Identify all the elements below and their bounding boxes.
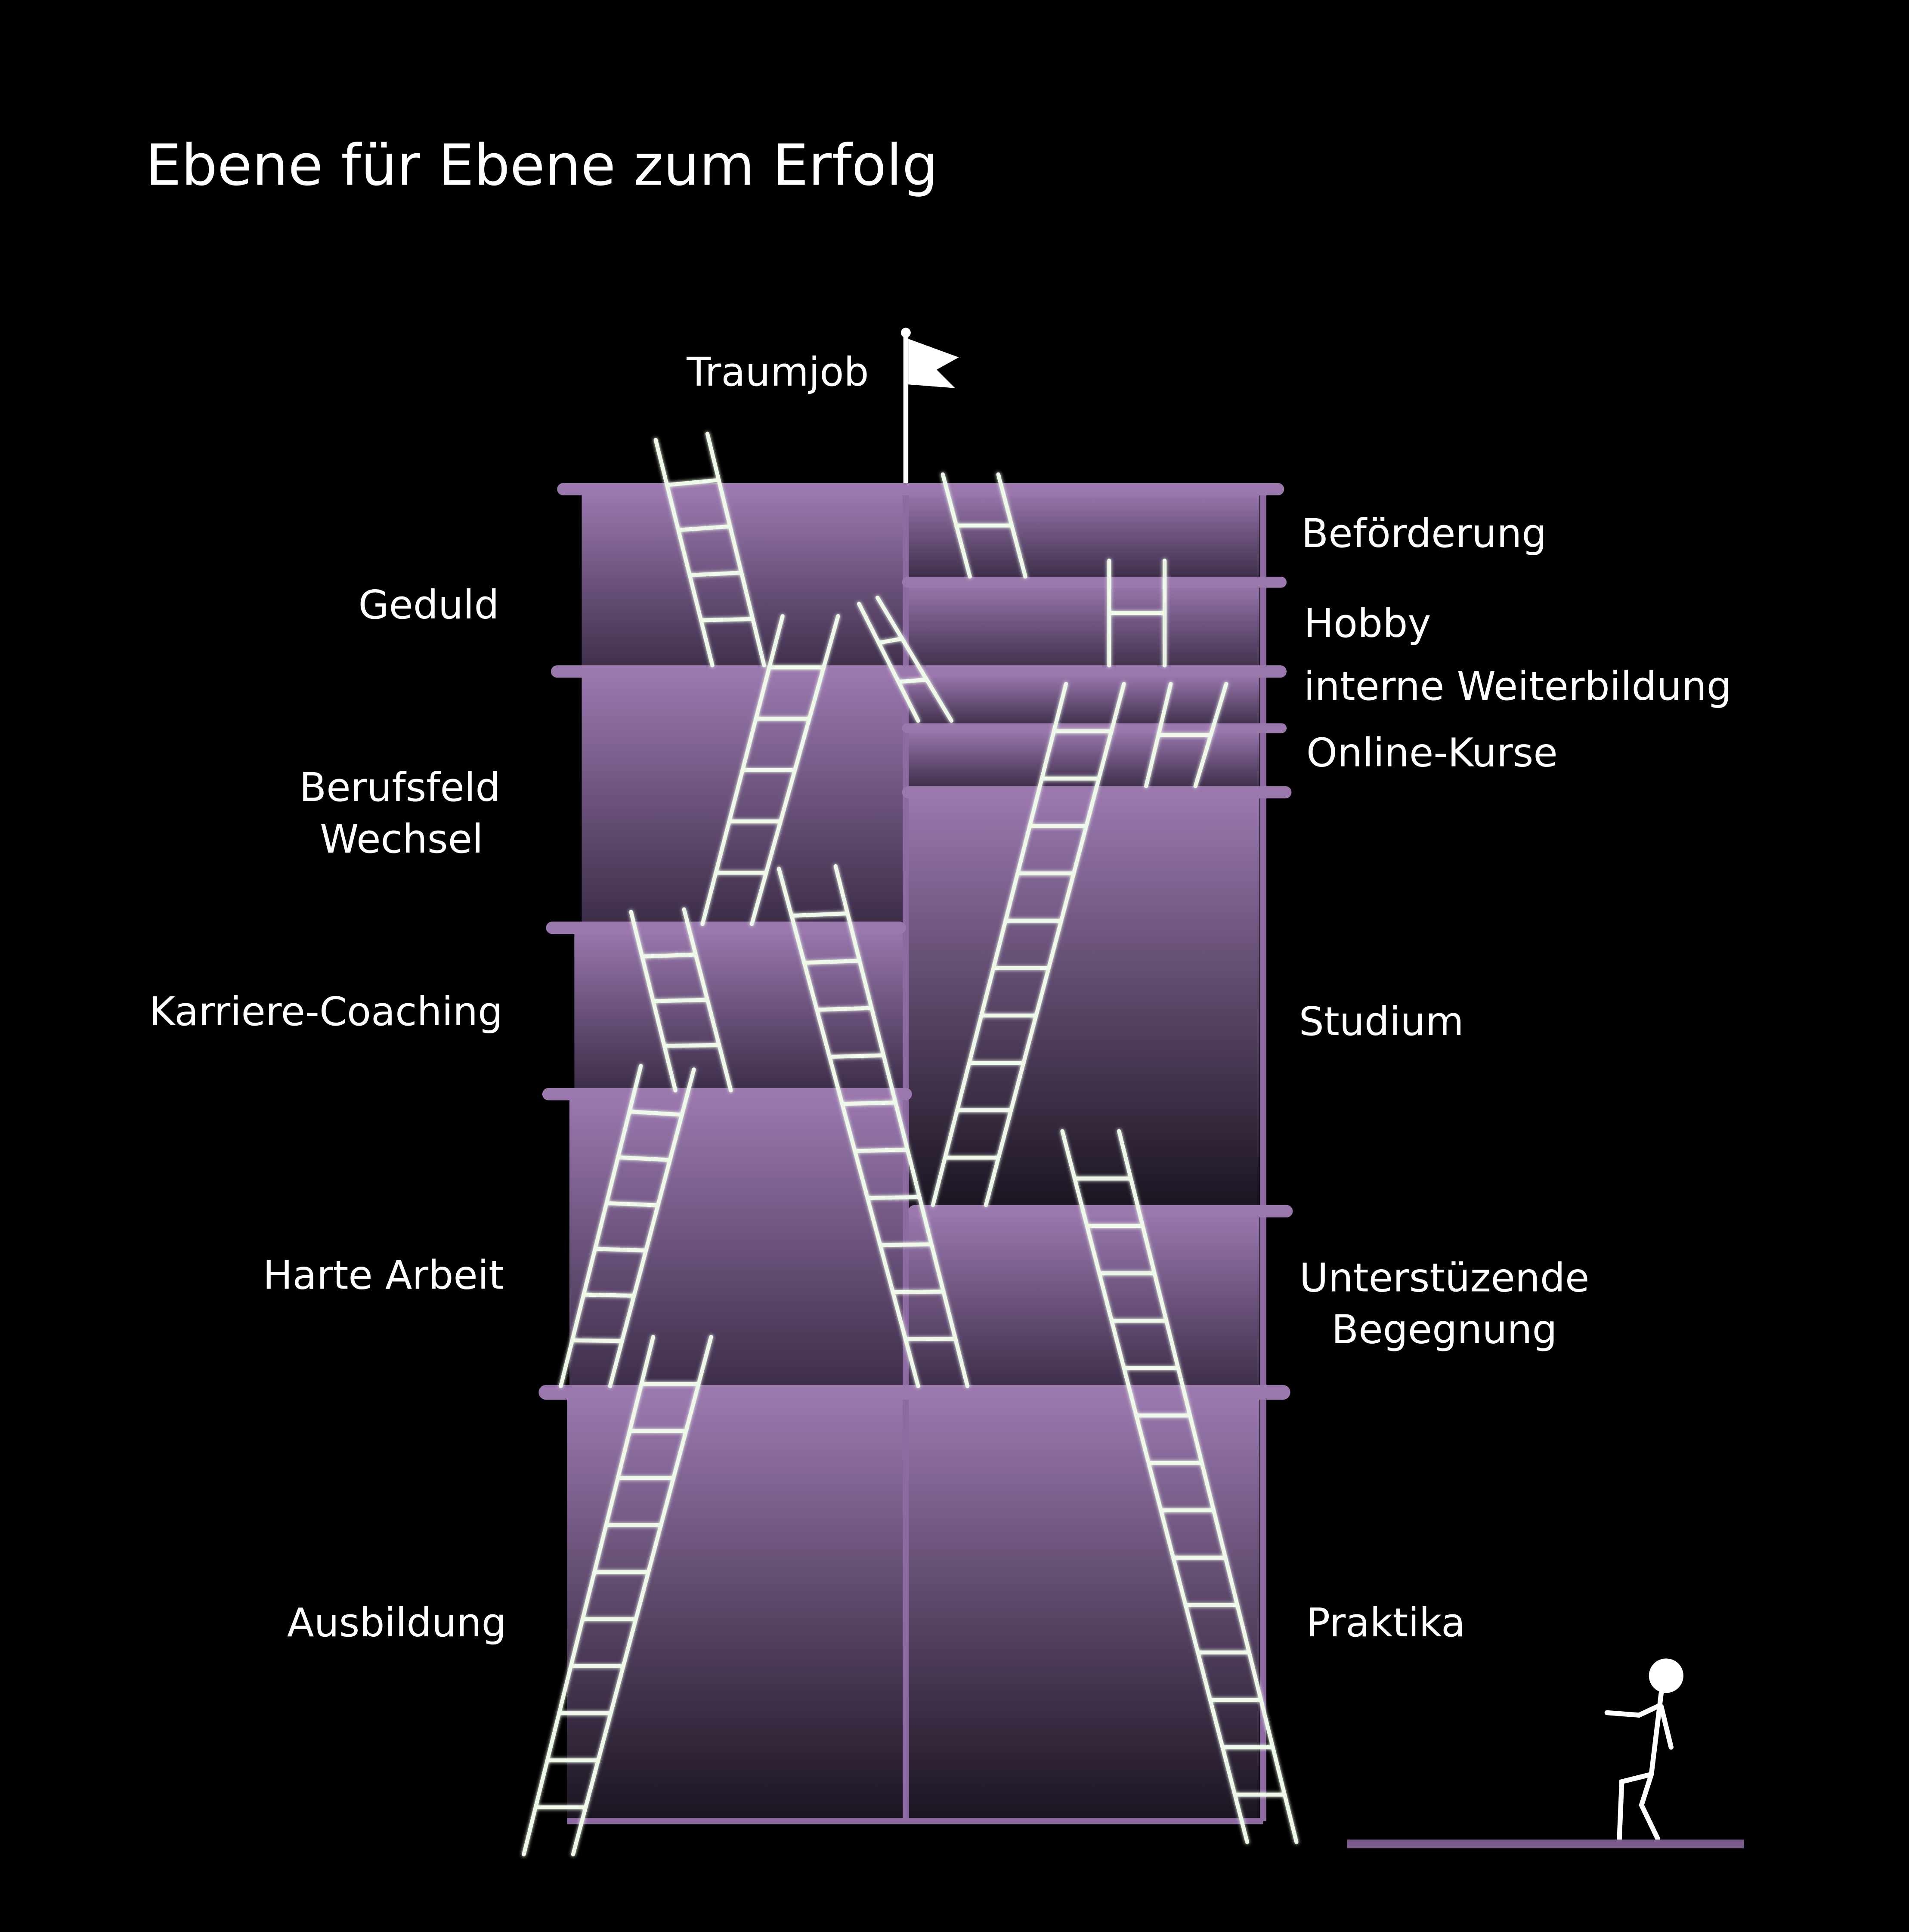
ladder-rail [571,1335,713,1857]
ladder-rung [570,1338,624,1343]
goal-label: Traumjob [686,349,869,395]
ladder-rail [559,1063,643,1388]
ladder-icon [653,432,766,668]
ladder-rung [687,571,744,577]
level-label-studium: Studium [1299,998,1464,1045]
ladder-rail [833,864,970,1388]
ladder-rung [640,952,698,958]
ladder-rail [931,682,1068,1207]
level-label-wechsel: Wechsel [320,816,483,862]
level-label-harte-arbeit: Harte Arbeit [263,1252,504,1298]
ladder-icon [931,682,1126,1207]
ladder-rail [857,602,920,723]
ladder-icon [777,864,970,1388]
ladder-rail [777,866,920,1388]
ladder-rail [1060,1129,1250,1844]
level-label-online-kurse: Online-Kurse [1306,730,1558,776]
ladder-rung [878,1242,934,1247]
ladder-rung [651,998,710,1003]
level-label-begegnung: Begegnung [1331,1307,1557,1353]
ground-line [1347,1839,1744,1849]
ladder-rung [815,1006,874,1012]
ladder-icon [1060,1129,1299,1844]
level-label-berufsfeld: Berufsfeld [299,764,500,810]
ladder-icon [1107,559,1167,668]
ladder-rung [896,677,929,684]
ladder-rung [853,1148,910,1153]
diagram-title: Ebene für Ebene zum Erfolg [145,133,938,198]
ladder-icon [522,1335,713,1857]
level-label-weiterbildung: interne Weiterbildung [1304,663,1732,709]
level-label-praktika: Praktika [1306,1600,1465,1646]
block-befoerderung [908,490,1260,579]
ladder-rung [593,1247,648,1252]
level-label-geduld: Geduld [358,582,499,628]
ladder-icon [941,472,1027,579]
block-berufsfeld [582,671,906,924]
ladder-rung [699,617,755,622]
building [538,483,1293,1824]
ladder-rung [665,478,721,487]
ladder-icon [559,1063,696,1388]
ladder-rail [984,682,1126,1207]
ladder-rail [705,432,766,668]
level-label-karriere-coaching: Karriere-Coaching [149,989,503,1035]
ladder-rung [604,1201,660,1207]
block-ausbildung [567,1392,906,1821]
ladder-rail [522,1335,656,1857]
ladder-icon [857,595,953,723]
ladder-rail [653,438,715,668]
ladder-rail [1117,1129,1299,1844]
ladder-rung [789,911,850,918]
ladder-rung [865,1195,922,1200]
ladder-rung [802,958,862,965]
ladder-icon [1144,682,1228,788]
flag-icon [900,328,959,483]
ladder-rung [876,637,904,645]
ladder-icon [629,907,733,1093]
ladder-rung [627,1110,684,1117]
block-hobby [908,581,1260,672]
stick-figure-icon [1604,1658,1683,1842]
level-label-ausbildung: Ausbildung [287,1600,507,1646]
ladder-rung [616,1155,672,1162]
ladder-rail [608,1067,696,1388]
ladder-rung [827,1053,886,1059]
ladder-rung [676,524,732,532]
level-label-befoerderung: Beförderung [1301,510,1547,556]
block-studium [908,791,1260,1208]
level-label-unterstuezende: Unterstüzende [1299,1255,1590,1301]
ladder-rail [875,595,953,723]
block-begegnung [908,1210,1260,1390]
block-harte-arbeit [569,1094,906,1390]
ladder-icon [700,614,840,926]
ladder-rung [840,1100,898,1106]
level-label-hobby: Hobby [1304,600,1431,646]
block-weiterbildung [908,674,1260,727]
